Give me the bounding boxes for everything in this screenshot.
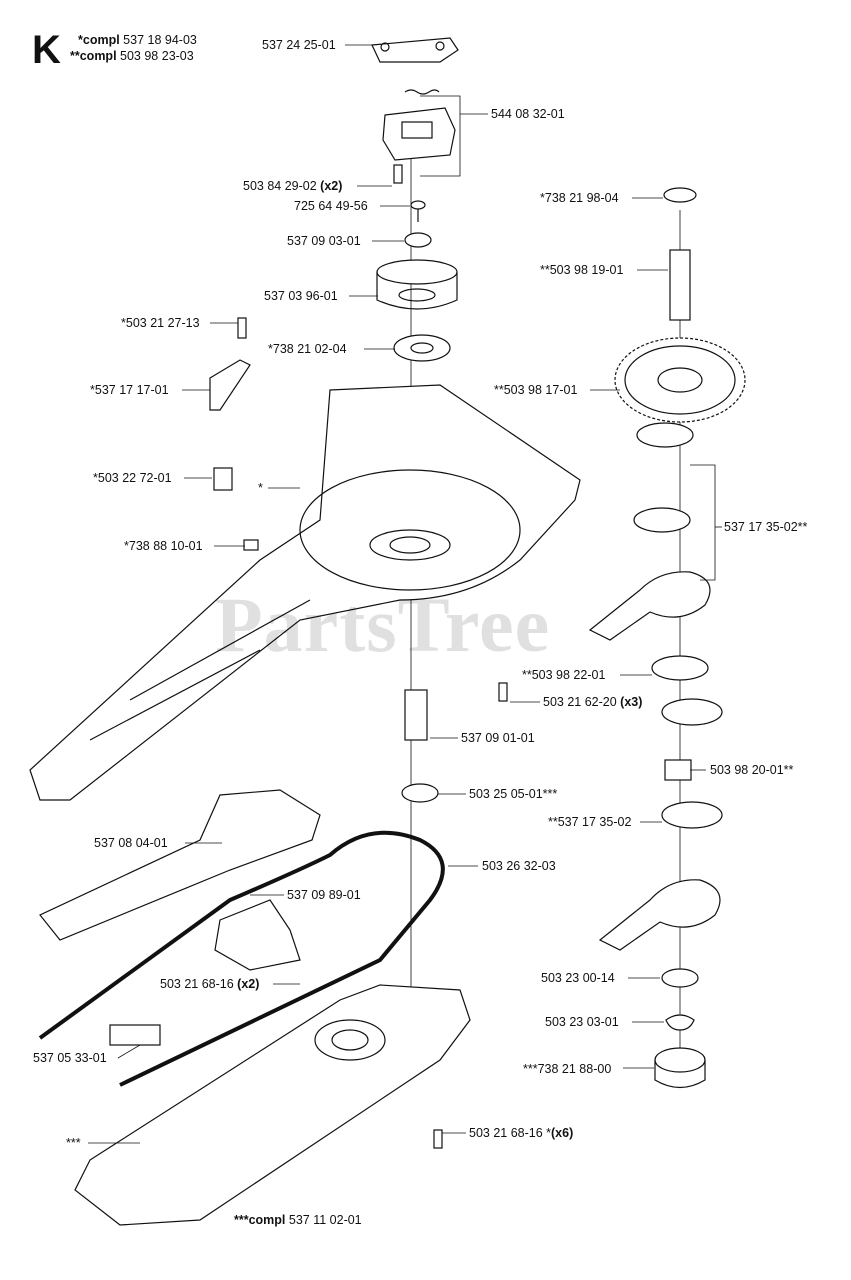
- watermark: PartsTree: [215, 581, 551, 668]
- label-503-22-72-01: *503 22 72-01: [93, 471, 172, 485]
- section-letter: K: [32, 28, 61, 72]
- top-plate: [371, 37, 459, 63]
- compl-line-1: *compl 537 18 94-03: [78, 33, 197, 47]
- label-503-26-32-03: 503 26 32-03: [482, 859, 556, 873]
- seal-ring: [38, 830, 445, 1087]
- label-738-88-10-01: *738 88 10-01: [124, 539, 203, 553]
- label-503-21-27-13: *503 21 27-13: [121, 316, 200, 330]
- gear-housing: [29, 384, 581, 801]
- small-bracket: [214, 899, 301, 971]
- label-537-03-96-01: 537 03 96-01: [264, 289, 338, 303]
- label-triple-asterisk: ***: [66, 1136, 81, 1150]
- label-503-98-19-01: **503 98 19-01: [540, 263, 624, 277]
- label-537-09-89-01: 537 09 89-01: [287, 888, 361, 902]
- lower-cover: [74, 984, 471, 1226]
- label-738-21-02-04: *738 21 02-04: [268, 342, 347, 356]
- label-503-98-17-01: **503 98 17-01: [494, 383, 578, 397]
- compl-line-2: **compl 503 98 23-03: [70, 49, 194, 63]
- label-537-09-01-01: 537 09 01-01: [461, 731, 535, 745]
- label-537-17-17-01: *537 17 17-01: [90, 383, 169, 397]
- label-725-64-49-56: 725 64 49-56: [294, 199, 368, 213]
- label-503-21-68-16-x2: 503 21 68-16 (x2): [160, 977, 260, 991]
- bottom-compl-line: ***compl 537 11 02-01: [234, 1213, 362, 1227]
- label-537-09-03-01: 537 09 03-01: [287, 234, 361, 248]
- label-738-21-98-04: *738 21 98-04: [540, 191, 619, 205]
- bracket-block: [382, 107, 456, 161]
- label-503-98-22-01: **503 98 22-01: [522, 668, 606, 682]
- label-503-84-29-02: 503 84 29-02 (x2): [243, 179, 343, 193]
- label-503-98-20-01: 503 98 20-01**: [710, 763, 794, 777]
- label-537-05-33-01: 537 05 33-01: [33, 1051, 107, 1065]
- label-503-21-62-20: 503 21 62-20 (x3): [543, 695, 643, 709]
- link-arm-upper: [588, 571, 711, 641]
- label-537-17-35-02-upper: 537 17 35-02**: [724, 520, 808, 534]
- label-544-08-32-01: 544 08 32-01: [491, 107, 565, 121]
- large-gear: [614, 337, 746, 423]
- label-537-08-04-01: 537 08 04-01: [94, 836, 168, 850]
- link-arm-lower: [598, 879, 721, 951]
- label-738-21-88-00: ***738 21 88-00: [523, 1062, 612, 1076]
- bracket-plate: [39, 789, 321, 941]
- label-503-25-05-01: 503 25 05-01***: [469, 787, 558, 801]
- label-537-24-25-01: 537 24 25-01: [262, 38, 336, 52]
- label-503-23-03-01: 503 23 03-01: [545, 1015, 619, 1029]
- label-503-23-00-14: 503 23 00-14: [541, 971, 615, 985]
- label-503-21-68-16-x6: 503 21 68-16 *(x6): [469, 1126, 574, 1140]
- label-asterisk: *: [258, 481, 263, 495]
- label-537-17-35-02-lower: **537 17 35-02: [548, 815, 632, 829]
